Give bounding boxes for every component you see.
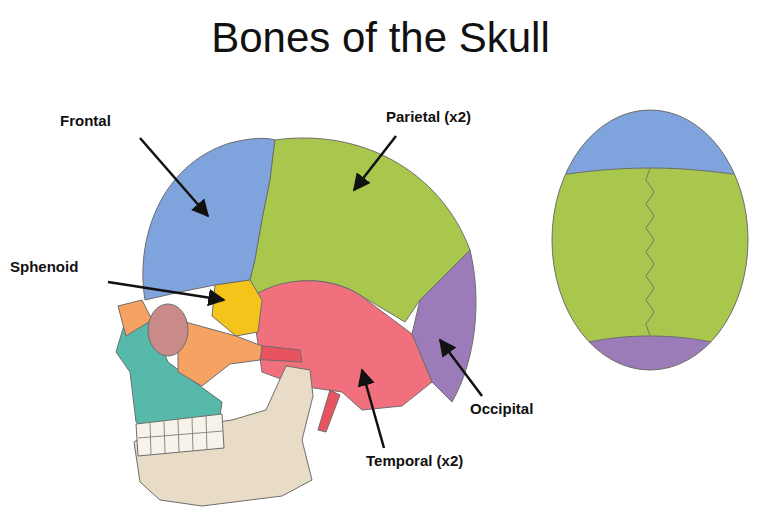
orbit (148, 304, 188, 356)
teeth (136, 414, 224, 456)
lateral-skull (116, 138, 476, 506)
bone-label: Parietal (x2) (386, 108, 471, 125)
bone-label: Sphenoid (10, 258, 78, 275)
styloid-process (318, 390, 340, 432)
leader-lines (108, 136, 482, 448)
mandible (134, 366, 313, 506)
bone-label: Frontal (60, 112, 111, 129)
nasal-bone (118, 300, 152, 336)
bone-label: Occipital (470, 400, 533, 417)
top-skull (540, 100, 760, 380)
zygomatic-bone (178, 320, 262, 386)
title: Bones of the Skull (0, 14, 761, 62)
sphenoid-bone (212, 280, 262, 336)
teeth-lines (138, 416, 223, 455)
bone-label: Temporal (x2) (366, 452, 463, 469)
